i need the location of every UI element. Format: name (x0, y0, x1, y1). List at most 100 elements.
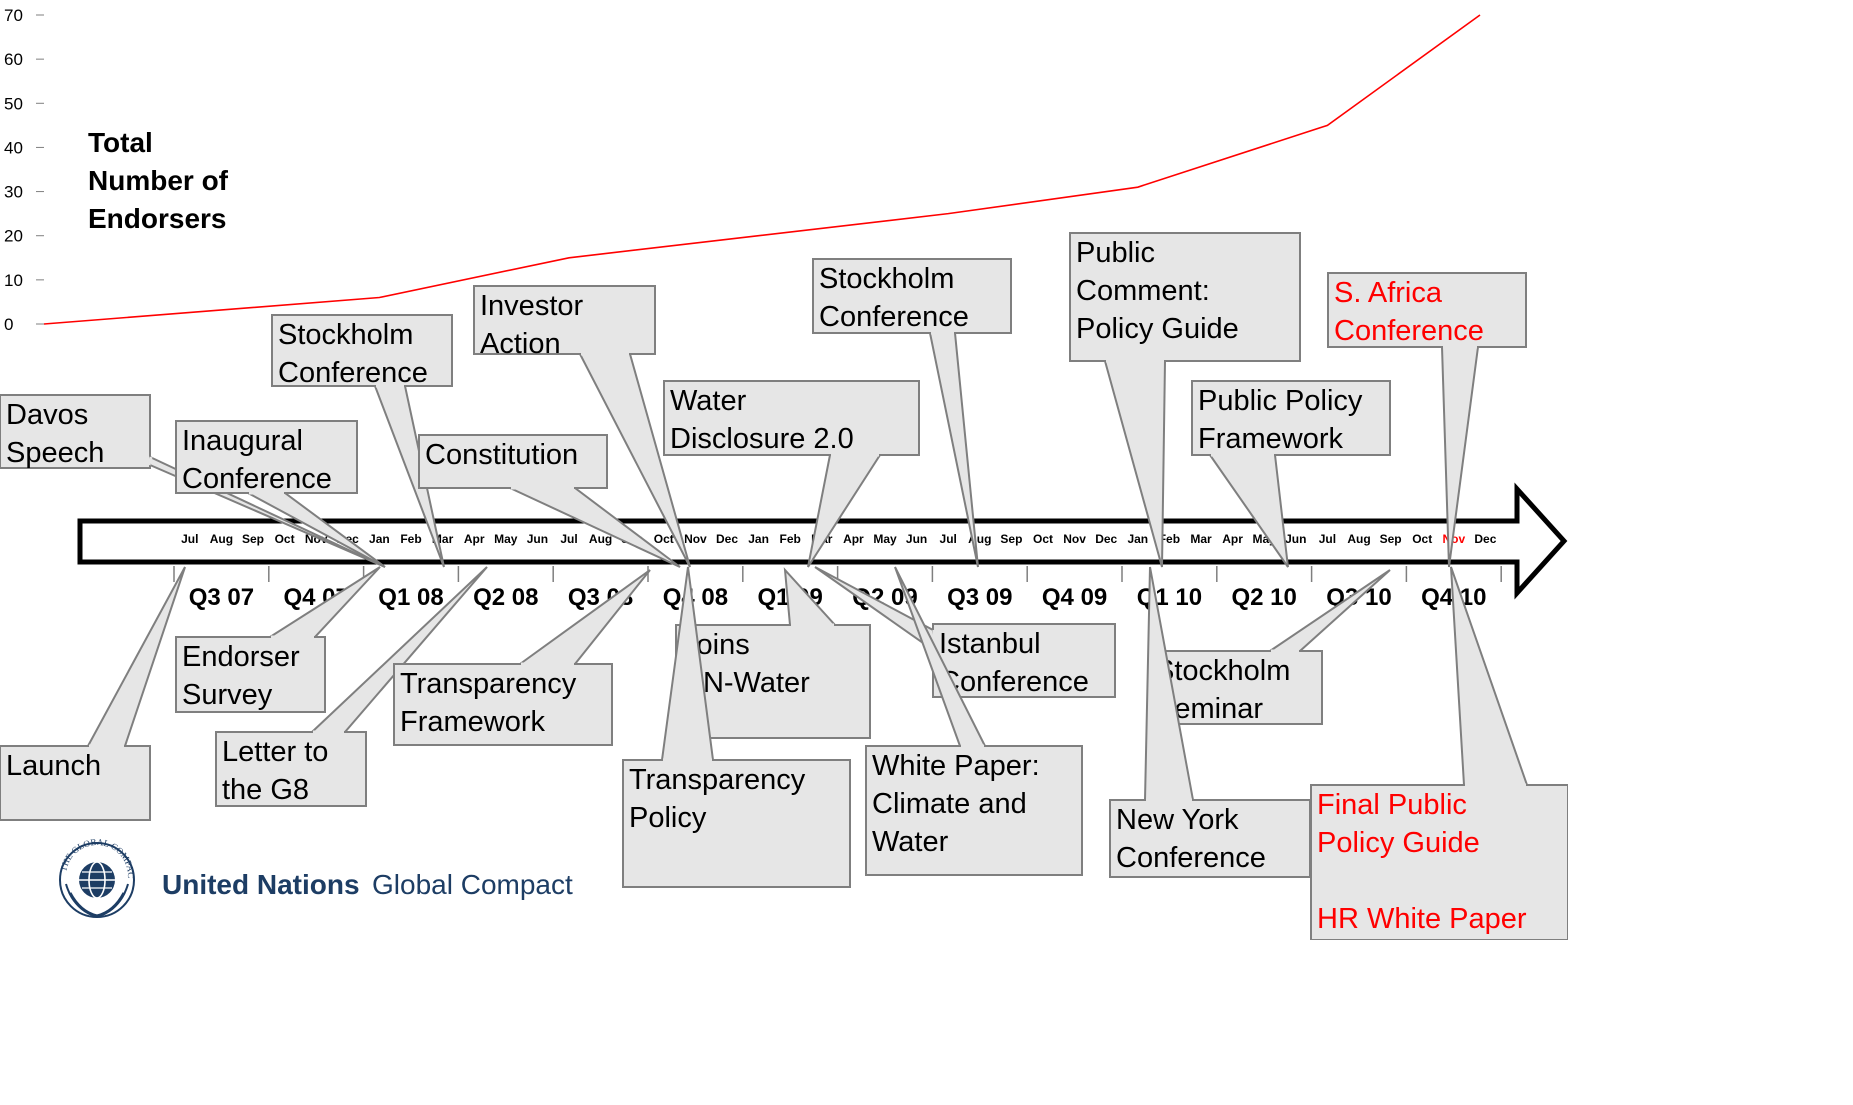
callout-line: Climate and (872, 788, 1027, 820)
quarter-label: Q3 09 (947, 584, 1012, 611)
endorsers-line (43, 14, 1481, 325)
callout-box (1191, 380, 1391, 456)
month-label: Jun (1285, 532, 1306, 546)
month-label: Oct (1033, 532, 1053, 546)
callout-line: Endorser (182, 641, 300, 673)
month-label: Feb (1159, 532, 1180, 546)
callout-box (175, 420, 358, 494)
callout-letter-g8: Letter to the G8 (215, 566, 488, 807)
callout-line: Disclosure 2.0 (670, 423, 854, 455)
callout-box (1310, 784, 1568, 940)
callout-box (1148, 650, 1323, 725)
callout-line: Framework (400, 706, 546, 738)
callout-line: the G8 (222, 774, 309, 806)
month-label: Mar (1190, 532, 1212, 546)
callout-line: HR White Paper (1317, 903, 1527, 935)
month-label: Oct (275, 532, 295, 546)
month-label: Feb (400, 532, 421, 546)
callout-line: Action (480, 328, 561, 360)
callout-box (473, 285, 656, 355)
callout-box (0, 745, 151, 821)
month-label: Sep (1000, 532, 1022, 546)
callout-line: Comment: (1076, 275, 1210, 307)
callout-constitution: Constitution (418, 434, 681, 568)
callout-line: Conference (278, 357, 428, 389)
month-label: Jul (940, 532, 957, 546)
month-label: Sep (242, 532, 264, 546)
callout-line: Stockholm (819, 263, 954, 295)
callout-line: Launch (6, 750, 101, 782)
month-label: Jul (181, 532, 198, 546)
callout-box (622, 759, 851, 888)
month-label: Jul (1319, 532, 1336, 546)
y-axis-label: Total Number of Endorsers (88, 127, 236, 234)
callout-line: Public Policy (1198, 385, 1363, 417)
month-label: May (873, 532, 897, 546)
callout-line: New York (1116, 804, 1239, 836)
callout-box (418, 434, 608, 489)
endorsers-points (43, 14, 1481, 325)
callout-line: White Paper: (872, 750, 1040, 782)
quarter-label: Q2 10 (1232, 584, 1297, 611)
month-label: Apr (1222, 532, 1243, 546)
callout-box (0, 394, 151, 469)
callout-box (1327, 272, 1527, 348)
y-axis-label-line-2: Number of (88, 165, 229, 196)
callout-box (175, 636, 326, 713)
callout-line: Letter to (222, 736, 328, 768)
month-label: Jan (369, 532, 390, 546)
y-tick-label: 70 (4, 6, 23, 25)
callout-box (393, 663, 613, 746)
y-tick-label: 60 (4, 50, 23, 69)
callout-line: Davos (6, 399, 88, 431)
callout-box (865, 745, 1083, 876)
callout-text: Constitution (425, 439, 578, 471)
callout-line: Framework (1198, 423, 1344, 455)
brand-name-bold: United Nations (162, 869, 360, 900)
callout-line: Conference (1334, 315, 1484, 347)
quarter-label: Q4 08 (663, 584, 728, 611)
callout-line: Policy Guide (1076, 313, 1239, 345)
month-label: Dec (1095, 532, 1117, 546)
callout-line: Water (872, 826, 949, 858)
callout-line: Policy (629, 802, 707, 834)
month-label: Nov (684, 532, 707, 546)
y-tick-label: 30 (4, 183, 23, 202)
callout-text: Letter to the G8 (222, 736, 328, 806)
y-tick-label: 50 (4, 94, 23, 113)
callout-box (271, 314, 453, 387)
y-tick-label: 0 (4, 315, 13, 334)
month-label: Feb (780, 532, 801, 546)
callout-line: Constitution (425, 439, 578, 471)
month-label: Oct (654, 532, 674, 546)
callout-box (215, 731, 367, 807)
callout-box (1109, 799, 1311, 878)
y-tick-label: 40 (4, 138, 23, 157)
callout-line: Istanbul (939, 628, 1041, 660)
callout-pointer (1450, 566, 1529, 786)
